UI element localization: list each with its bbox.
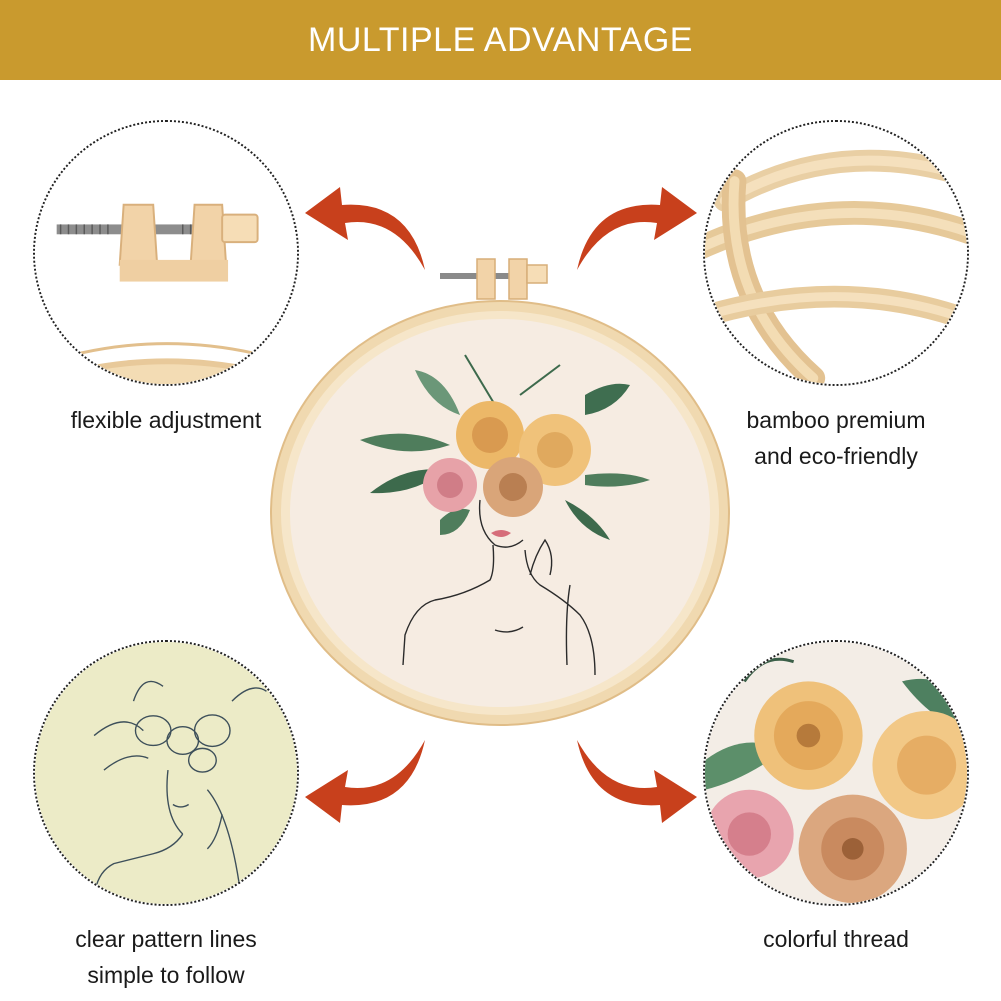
adjustment-detail-image: [33, 120, 299, 386]
screw-clamp-illustration: [35, 122, 297, 384]
arrow-to-bottom-right-icon: [577, 740, 697, 823]
printed-pattern-illustration: [35, 642, 297, 904]
embroidered-lips: [491, 530, 511, 537]
embroidered-flowers: [423, 401, 591, 517]
arrow-to-top-right-icon: [577, 187, 697, 270]
colorful-thread-detail-image: [703, 640, 969, 906]
caption-clear-pattern: clear pattern lines simple to follow: [75, 926, 257, 988]
thread-flowers-illustration: [705, 642, 967, 904]
banner-title: MULTIPLE ADVANTAGE: [308, 20, 693, 59]
caption-bamboo-premium: bamboo premium and eco-friendly: [746, 407, 926, 469]
embroidery-hoop-image: [270, 258, 730, 726]
bamboo-hoops-detail-image: [703, 120, 969, 386]
arrow-to-bottom-left-icon: [305, 740, 425, 823]
header-banner: MULTIPLE ADVANTAGE: [0, 0, 1001, 80]
line-art-figure: [402, 499, 596, 676]
caption-flexible-adjustment: flexible adjustment: [70, 407, 262, 433]
bamboo-rings-illustration: [705, 122, 967, 384]
caption-colorful-thread: colorful thread: [763, 926, 909, 952]
arrow-to-top-left-icon: [305, 187, 425, 270]
pattern-lines-detail-image: [33, 640, 299, 906]
